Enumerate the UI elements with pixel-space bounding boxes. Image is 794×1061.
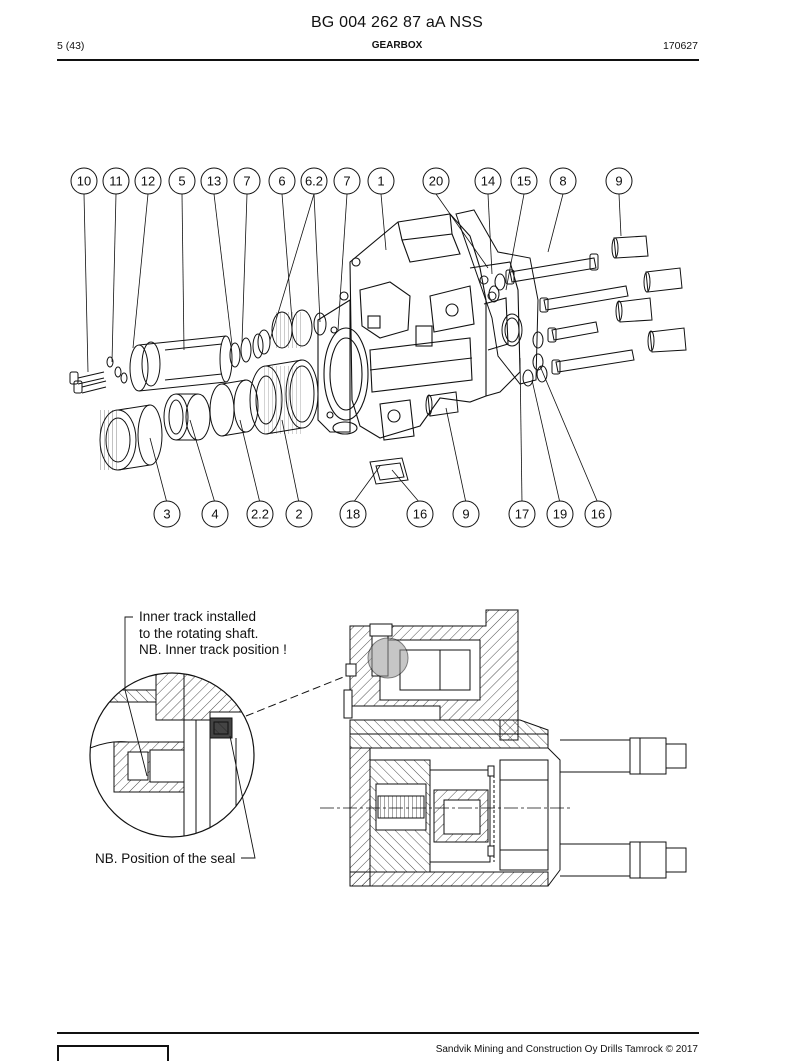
top-callout-label-5: 7 [243, 174, 250, 189]
top-callout-circle-8 [333, 167, 361, 195]
bottom-callout-circle-7 [508, 500, 536, 528]
bottom-leader-lines [149, 357, 599, 504]
planet-gear [249, 359, 319, 435]
top-callout-label-8: 7 [343, 174, 350, 189]
shaft [129, 335, 233, 392]
bottom-callout-label-2: 2.2 [251, 507, 269, 522]
adapter-shafts [505, 253, 635, 375]
top-callout-circle-13 [549, 167, 577, 195]
document-number: BG 004 262 87 aA NSS [310, 14, 484, 31]
footer-copyright: Sandvik Mining and Construction Oy Drill… [435, 1044, 698, 1055]
top-callout-label-12: 15 [517, 174, 531, 189]
section-title: GEARBOX [371, 40, 423, 51]
o-rings [488, 273, 548, 387]
top-callout-circle-7 [300, 167, 328, 195]
top-callout-circle-14 [605, 167, 633, 195]
bottom-callout-circle-8 [546, 500, 574, 528]
company-logo [57, 1045, 169, 1061]
top-callout-circle-12 [510, 167, 538, 195]
top-leader-lines [83, 193, 622, 373]
top-callout-label-2: 12 [141, 174, 155, 189]
top-callout-label-1: 11 [109, 174, 123, 189]
bottom-callout-circle-0 [153, 500, 181, 528]
top-callout-label-9: 1 [377, 174, 384, 189]
bottom-callout-label-9: 16 [591, 507, 605, 522]
seal-position-note: NB. Position of the seal [95, 851, 236, 866]
bottom-callout-circle-4 [339, 500, 367, 528]
inner-track-note: Inner track installed to the rotating sh… [139, 609, 287, 659]
main-housing [339, 213, 521, 441]
top-callout-circle-10 [422, 167, 450, 195]
bottom-callout-circle-9 [584, 500, 612, 528]
header-rule [57, 59, 699, 61]
needle-bearing [209, 379, 259, 437]
bottom-callout-label-8: 19 [553, 507, 567, 522]
cover-gasket [369, 457, 409, 485]
bottom-callout-circle-2 [246, 500, 274, 528]
top-callout-label-10: 20 [429, 174, 443, 189]
top-callout-label-11: 14 [481, 174, 495, 189]
top-callout-circle-2 [134, 167, 162, 195]
top-callout-label-14: 9 [615, 174, 622, 189]
bottom-callout-circle-3 [285, 500, 313, 528]
section-view [320, 609, 687, 887]
drive-gear [257, 309, 327, 355]
bottom-callout-label-0: 3 [163, 507, 170, 522]
bottom-callout-label-4: 18 [346, 507, 360, 522]
inner-track-note-line-2: to the rotating shaft. [139, 625, 259, 641]
top-callout-circle-11 [474, 167, 502, 195]
gasket [455, 209, 539, 385]
top-callout-circle-5 [233, 167, 261, 195]
bolts [69, 356, 128, 394]
snap-rings [229, 333, 264, 368]
bottom-callout-label-1: 4 [211, 507, 218, 522]
top-callout-circle-3 [168, 167, 196, 195]
top-callout-circle-6 [268, 167, 296, 195]
housing-flange [317, 299, 369, 435]
exploded-view [69, 193, 687, 504]
hex-nuts [425, 235, 687, 417]
page-number: 5 (43) [57, 40, 85, 52]
top-callout-circle-1 [102, 167, 130, 195]
bottom-callout-label-5: 16 [413, 507, 427, 522]
top-callout-label-0: 10 [77, 174, 91, 189]
top-callout-label-6: 6 [278, 174, 285, 189]
bottom-callout-label-6: 9 [462, 507, 469, 522]
top-callout-label-4: 13 [207, 174, 221, 189]
bottom-callout-circle-6 [452, 500, 480, 528]
bottom-callouts: 3 4 2.2 2 18 16 9 17 19 16 [153, 500, 612, 528]
top-callout-circle-0 [70, 167, 98, 195]
bottom-callout-circle-5 [406, 500, 434, 528]
bearing-ring [163, 393, 211, 441]
bottom-callout-label-7: 17 [515, 507, 529, 522]
inner-track-note-line-3: NB. Inner track position ! [139, 642, 287, 657]
bottom-callout-label-3: 2 [295, 507, 302, 522]
top-callouts: 10 11 12 5 13 7 6 6.2 7 1 20 14 15 8 9 [70, 167, 633, 195]
top-callout-label-3: 5 [178, 174, 185, 189]
detail-view [89, 616, 347, 859]
date-code: 170627 [662, 40, 698, 52]
bottom-callout-circle-1 [201, 500, 229, 528]
top-callout-label-7: 6.2 [305, 174, 323, 189]
top-callout-circle-4 [200, 167, 228, 195]
spline-coupling [99, 404, 163, 471]
footer-rule [57, 1032, 699, 1034]
top-callout-label-13: 8 [559, 174, 566, 189]
inner-track-note-line-1: Inner track installed [139, 609, 257, 624]
top-callout-circle-9 [367, 167, 395, 195]
